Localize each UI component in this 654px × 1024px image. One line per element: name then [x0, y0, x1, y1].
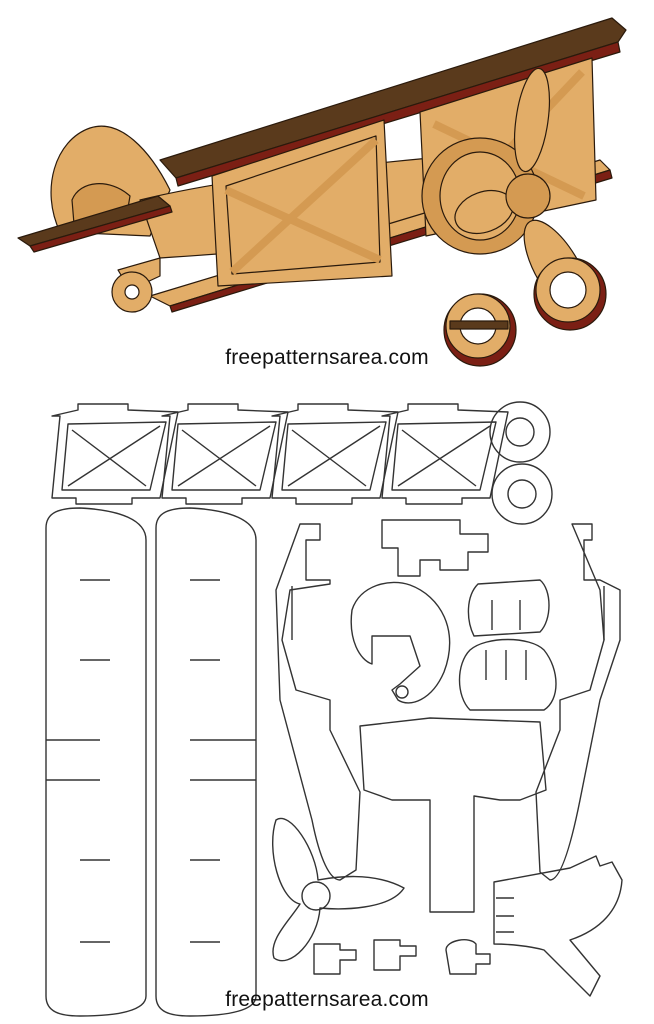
strut-frame-1 [51, 403, 179, 505]
stabilizer-piece [493, 855, 623, 997]
fuselage-bottom [359, 717, 547, 913]
strut-frame-2 [161, 403, 289, 505]
cockpit-piece [381, 519, 489, 577]
fuselage-side-right [535, 523, 621, 881]
strut-frame-4 [381, 403, 509, 505]
cut-pattern [45, 401, 623, 1017]
watermark-top: freepatternsarea.com [225, 346, 429, 369]
strut-frame-3 [271, 403, 399, 505]
wheel-washer-1 [489, 401, 551, 463]
assembled-biplane [17, 17, 627, 367]
clip-1 [313, 943, 357, 975]
watermark-bottom: freepatternsarea.com [225, 988, 429, 1011]
tail-stabilizer-edge [29, 205, 173, 253]
front-wheel-left [443, 293, 517, 367]
engine-mount-1 [467, 579, 550, 637]
clip-3 [445, 939, 491, 975]
upper-wing-edge [175, 41, 621, 187]
wing-panel-right [155, 507, 257, 1017]
wheel-washer-2 [491, 463, 553, 525]
front-wheel-right [533, 257, 607, 331]
fuselage-side-left [275, 523, 361, 881]
propeller-piece [272, 817, 405, 962]
clip-2 [373, 939, 417, 971]
wing-panel-left [45, 507, 147, 1017]
tail-fin-hole [395, 685, 409, 699]
engine-mount-2 [458, 638, 557, 711]
tail-wheel [111, 257, 161, 313]
tail-fin-piece [350, 581, 451, 704]
wing-strut-front [211, 119, 393, 287]
upper-wing [159, 17, 627, 179]
